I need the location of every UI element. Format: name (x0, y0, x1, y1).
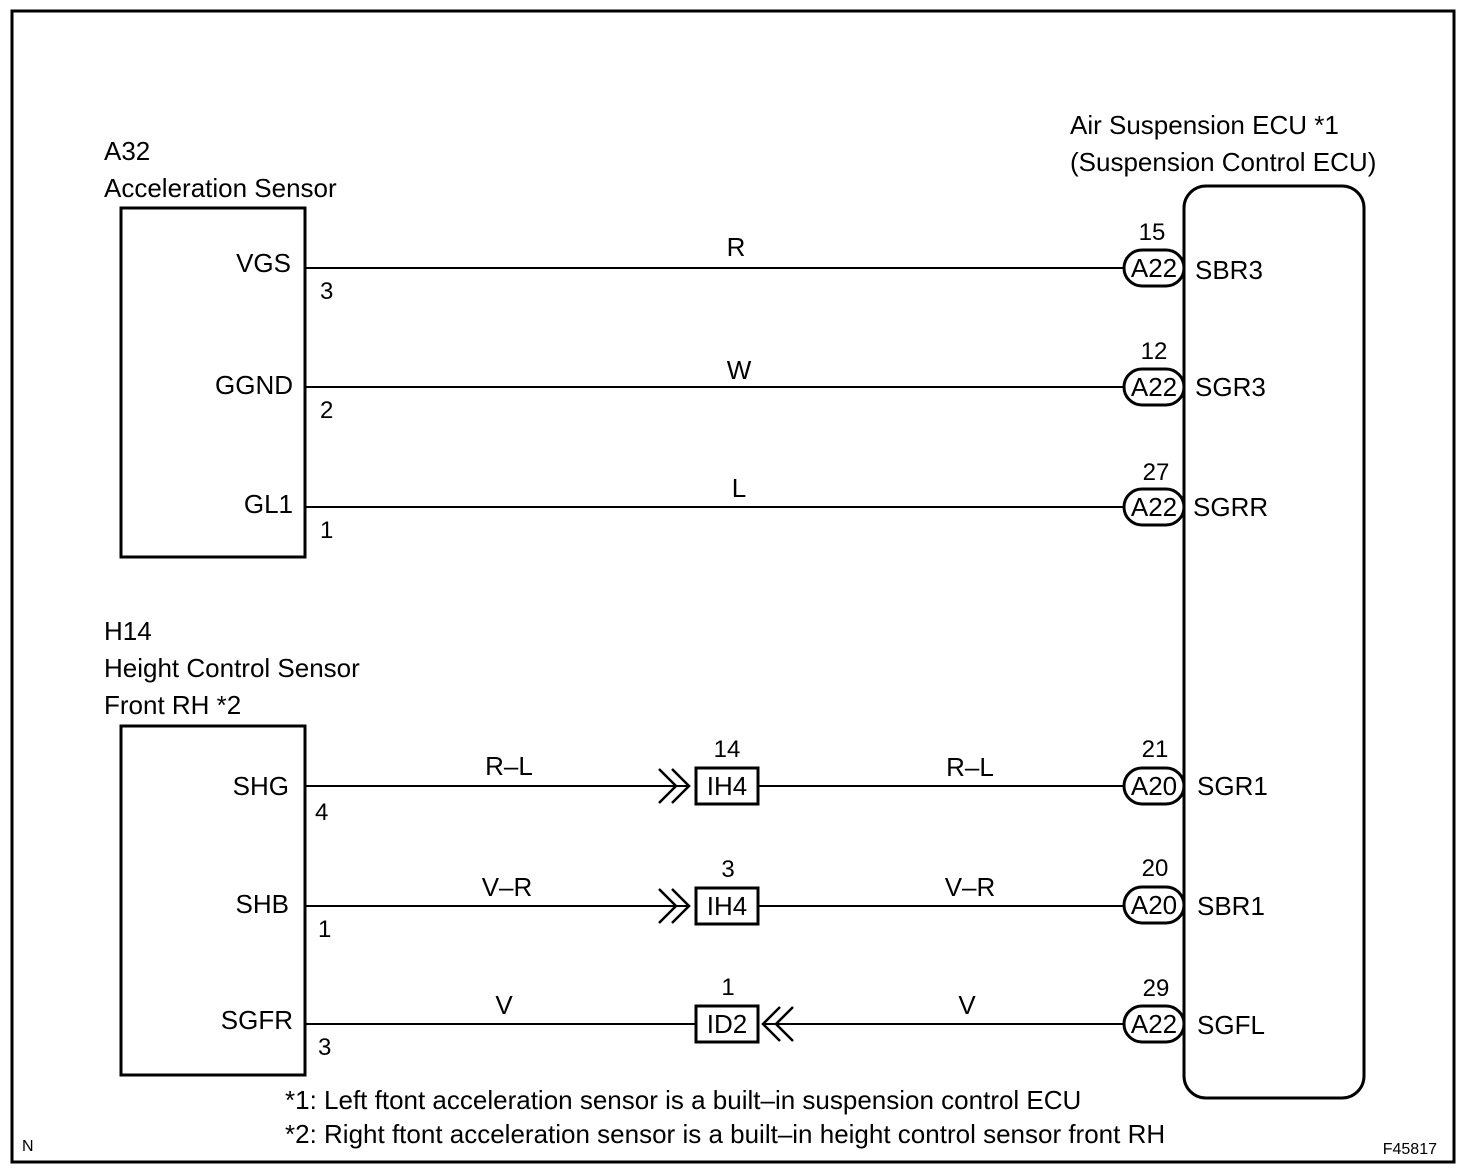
junction-pin-label: 14 (714, 736, 741, 763)
sensor-h-pin-shb: 1 (318, 916, 331, 943)
ecu-pin-label: 12 (1141, 338, 1168, 365)
sensor-h-id: H14 (104, 616, 152, 646)
wire-color-r: R (727, 232, 746, 262)
ecu-terminal-label: SBR3 (1195, 255, 1263, 285)
sensor-a-pin-ggnd: 2 (320, 397, 333, 424)
junction-connector-label: ID2 (707, 1009, 747, 1039)
sensor-h-name-2: Front RH *2 (104, 690, 241, 720)
sensor-h-terminal-shg: SHG (233, 771, 289, 801)
ecu-pin-label: 21 (1142, 736, 1169, 763)
ecu-connector-label: A20 (1131, 771, 1177, 801)
ecu-terminal-label: SGR3 (1195, 372, 1266, 402)
sensor-h-pin-sgfr: 3 (318, 1034, 331, 1061)
junction-pin-label: 1 (721, 974, 734, 1001)
ecu-pin-label: 15 (1139, 219, 1166, 246)
sensor-h-terminal-shb: SHB (236, 889, 289, 919)
wire-color-rl-right: R–L (946, 752, 994, 782)
diagram-frame (10, 9, 1456, 1164)
sensor-a-id: A32 (104, 136, 150, 166)
sensor-a-terminal-gl1: GL1 (244, 489, 293, 519)
ecu-connector-sbr3: A22 15 SBR3 (1122, 219, 1263, 288)
junction-connector-label: IH4 (707, 771, 747, 801)
wire-color-v-left: V (495, 990, 513, 1020)
wire-color-l: L (732, 473, 746, 503)
junction-connector-label: IH4 (707, 891, 747, 921)
sensor-a-name: Acceleration Sensor (104, 173, 337, 203)
wire-sgfr-sgfl (305, 1006, 1126, 1042)
footnote-2: *2: Right ftont acceleration sensor is a… (285, 1119, 1165, 1149)
ecu-title: Air Suspension ECU *1 (1070, 110, 1339, 140)
ecu-connector-label: A22 (1131, 1009, 1177, 1039)
ecu-connector-sgr1: A20 21 SGR1 (1122, 736, 1268, 806)
sensor-a-pin-gl1: 1 (320, 517, 333, 544)
ecu-connector-label: A22 (1131, 372, 1177, 402)
wire-color-vr-left: V–R (482, 872, 533, 902)
figure-code: F45817 (1383, 1141, 1437, 1158)
ecu-terminal-label: SGR1 (1197, 771, 1268, 801)
ecu-pin-label: 27 (1143, 459, 1170, 486)
ecu-box (1182, 184, 1366, 1100)
ecu-connector-sgfl: A22 29 SGFL (1122, 975, 1265, 1044)
sensor-h-terminal-sgfr: SGFR (221, 1005, 293, 1035)
ecu-connector-label: A22 (1131, 492, 1177, 522)
wire-shg-sgr1 (305, 768, 1126, 804)
junction-pin-label: 3 (721, 856, 734, 883)
sensor-h-pin-shg: 4 (315, 799, 328, 826)
wire-shb-sbr1 (305, 888, 1126, 924)
ecu-connector-sgr3: A22 12 SGR3 (1122, 338, 1266, 407)
sensor-h-name: Height Control Sensor (104, 653, 360, 683)
junction-ih4-3: IH4 3 (694, 856, 760, 926)
footnote-1: *1: Left ftont acceleration sensor is a … (285, 1085, 1081, 1115)
junction-id2-1: ID2 1 (694, 974, 760, 1044)
sensor-a-pin-vgs: 3 (320, 278, 333, 305)
ecu-connector-sgrr: A22 27 SGRR (1122, 459, 1268, 527)
ecu-connector-sbr1: A20 20 SBR1 (1122, 855, 1265, 925)
junction-ih4-14: IH4 14 (694, 736, 760, 806)
ecu-pin-label: 20 (1142, 855, 1169, 882)
wire-color-w: W (727, 355, 752, 385)
ecu-connector-label: A20 (1131, 890, 1177, 920)
ecu-terminal-label: SBR1 (1197, 891, 1265, 921)
corner-mark: N (22, 1138, 34, 1155)
ecu-pin-label: 29 (1143, 975, 1170, 1002)
ecu-subtitle: (Suspension Control ECU) (1070, 147, 1376, 177)
wire-color-vr-right: V–R (945, 872, 996, 902)
sensor-a-terminal-ggnd: GGND (215, 370, 293, 400)
wire-color-rl-left: R–L (485, 751, 533, 781)
ecu-terminal-label: SGFL (1197, 1010, 1265, 1040)
ecu-terminal-label: SGRR (1193, 492, 1268, 522)
wire-color-v-right: V (958, 990, 976, 1020)
ecu-connector-label: A22 (1131, 253, 1177, 283)
sensor-a-box (119, 206, 307, 559)
sensor-a-terminal-vgs: VGS (236, 248, 291, 278)
sensor-h-box (119, 724, 307, 1077)
